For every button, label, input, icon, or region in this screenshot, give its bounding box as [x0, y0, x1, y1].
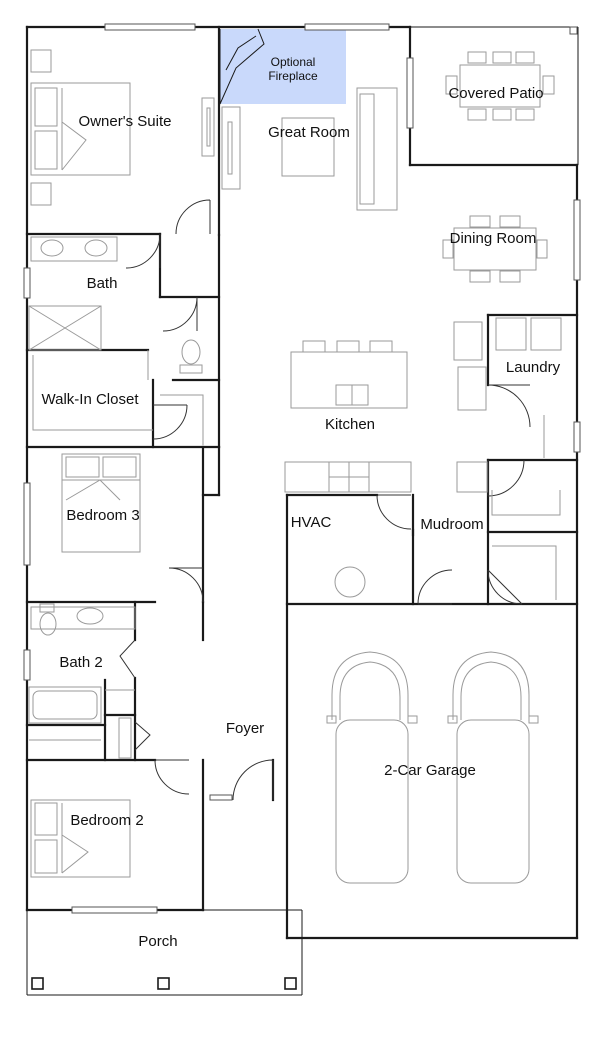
bath-2-fixtures [28, 603, 136, 759]
great-room-furniture [221, 87, 398, 211]
porch-post [31, 977, 44, 990]
porch-outline [26, 909, 303, 996]
dining-furniture [442, 215, 548, 283]
label-hvac: HVAC [291, 514, 332, 531]
hvac-unit [334, 566, 366, 598]
label-laundry: Laundry [506, 359, 561, 376]
optional-fireplace-area [220, 29, 346, 104]
label-bedroom-2: Bedroom 2 [70, 812, 143, 829]
windows [23, 23, 581, 914]
garage-cars [326, 651, 539, 884]
label-covered-patio: Covered Patio [448, 85, 543, 102]
interior-walls [25, 25, 579, 940]
label-dining-room: Dining Room [450, 230, 537, 247]
label-garage: 2-Car Garage [384, 762, 476, 779]
fireplace-firebox [225, 35, 257, 71]
exterior-walls [25, 25, 579, 940]
bath-fixtures [28, 236, 203, 374]
doors [119, 199, 531, 801]
label-bedroom-3: Bedroom 3 [66, 507, 139, 524]
label-kitchen: Kitchen [325, 416, 375, 433]
owners-suite-furniture [30, 49, 215, 206]
label-bath-2: Bath 2 [59, 654, 102, 671]
label-optional-fireplace-line2: Fireplace [268, 69, 318, 83]
porch-post [284, 977, 297, 990]
kitchen-fixtures [284, 321, 488, 493]
label-porch: Porch [138, 933, 177, 950]
porch-post [157, 977, 170, 990]
closet-shelves [32, 350, 204, 445]
bedroom-3-furniture [61, 453, 141, 553]
label-owners-suite: Owner's Suite [79, 113, 172, 130]
bedroom-2-furniture [30, 799, 131, 878]
label-mudroom: Mudroom [420, 516, 483, 533]
laundry-fixtures [491, 317, 562, 600]
patio-furniture [445, 51, 555, 121]
label-bath: Bath [87, 275, 118, 292]
label-optional-fireplace-line1: Optional [271, 55, 316, 69]
label-great-room: Great Room [268, 124, 350, 141]
label-foyer: Foyer [226, 720, 264, 737]
label-walk-in-closet: Walk-In Closet [42, 391, 140, 408]
